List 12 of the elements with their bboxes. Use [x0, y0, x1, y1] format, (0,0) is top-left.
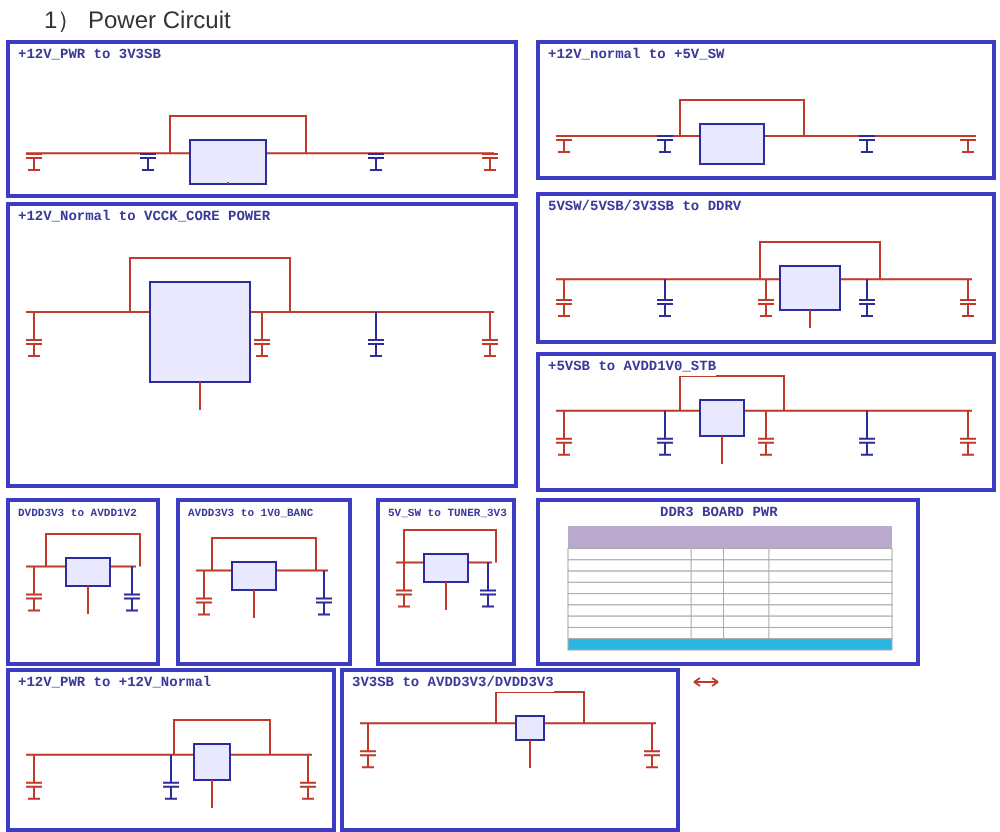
circuit-panel [536, 352, 996, 492]
circuit-panel [536, 498, 920, 666]
circuit-panel [6, 202, 518, 488]
circuit-panel [376, 498, 516, 666]
circuit-panel [6, 498, 160, 666]
circuit-panel [536, 192, 996, 344]
circuit-panel [536, 40, 996, 180]
circuit-panel [340, 668, 680, 832]
page-heading: 1） Power Circuit [44, 4, 231, 38]
circuit-panel [6, 40, 518, 198]
circuit-panel [176, 498, 352, 666]
circuit-panel [6, 668, 336, 832]
